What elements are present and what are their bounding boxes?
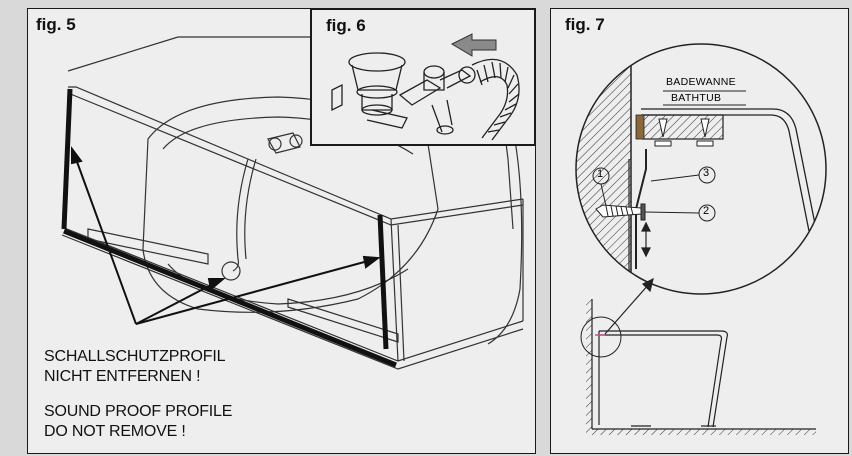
drain-fittings bbox=[267, 132, 301, 154]
caption-de-line2: NICHT ENTFERNEN ! bbox=[44, 368, 201, 385]
caption-de-line1: SCHALLSCHUTZPROFIL bbox=[44, 348, 226, 365]
fig7-detail-drawing bbox=[575, 43, 827, 435]
adjust-arrow-icon bbox=[641, 221, 651, 258]
tub-inner-basin bbox=[142, 96, 439, 313]
fig6-panel: fig. 6 bbox=[310, 8, 536, 146]
drain-hose bbox=[232, 158, 249, 272]
detail-circle bbox=[575, 43, 827, 295]
caption-en-line2: DO NOT REMOVE ! bbox=[44, 423, 186, 440]
tub-rim bbox=[641, 108, 817, 230]
fixing-screw bbox=[595, 203, 646, 221]
callout-2: 2 bbox=[703, 205, 710, 217]
fig7-panel: fig. 7 bbox=[550, 8, 849, 454]
corrugated-hose bbox=[471, 58, 520, 141]
callout-3: 3 bbox=[703, 167, 710, 179]
connect-arrow-icon bbox=[450, 33, 497, 57]
caption-en-line1: SOUND PROOF PROFILE bbox=[44, 403, 233, 420]
soundproof-profile-left bbox=[61, 88, 73, 230]
arrow-to-right-profile bbox=[135, 260, 369, 325]
arrow-to-bottom-profile bbox=[135, 283, 214, 325]
fig6-drain-drawing bbox=[331, 33, 520, 141]
overflow-knob bbox=[221, 261, 241, 281]
front-panel-bottom bbox=[61, 226, 524, 362]
detail-pointer-arrow bbox=[604, 277, 654, 335]
soundproof-profile-right bbox=[377, 214, 389, 350]
fig7-label: fig. 7 bbox=[565, 15, 605, 34]
overview-drawing bbox=[580, 299, 816, 435]
front-panel-top bbox=[68, 86, 524, 220]
bathtub-label-de: BADEWANNE bbox=[666, 76, 736, 88]
fig5-label: fig. 5 bbox=[36, 15, 76, 34]
wood-block bbox=[642, 114, 724, 140]
arrow-to-left-profile bbox=[75, 158, 137, 325]
bracket bbox=[635, 149, 647, 269]
fig5-bathtub-drawing bbox=[61, 36, 524, 370]
bathtub-label-en: BATHTUB bbox=[671, 92, 722, 104]
callout-1: 1 bbox=[597, 168, 604, 180]
fig6-label: fig. 6 bbox=[326, 16, 366, 35]
